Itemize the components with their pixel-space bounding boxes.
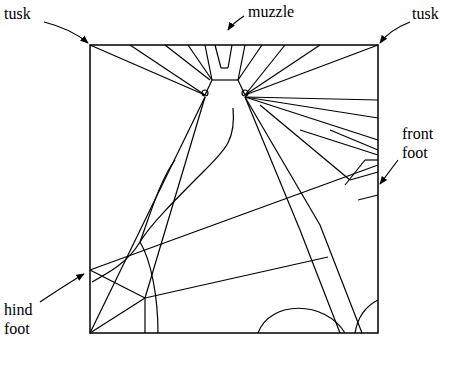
part-label: hind foot <box>4 300 48 338</box>
part-label: tusk <box>4 4 64 23</box>
part-label: front foot <box>402 124 448 162</box>
part-label: muzzle <box>248 2 318 21</box>
part-label: tusk <box>412 4 452 23</box>
